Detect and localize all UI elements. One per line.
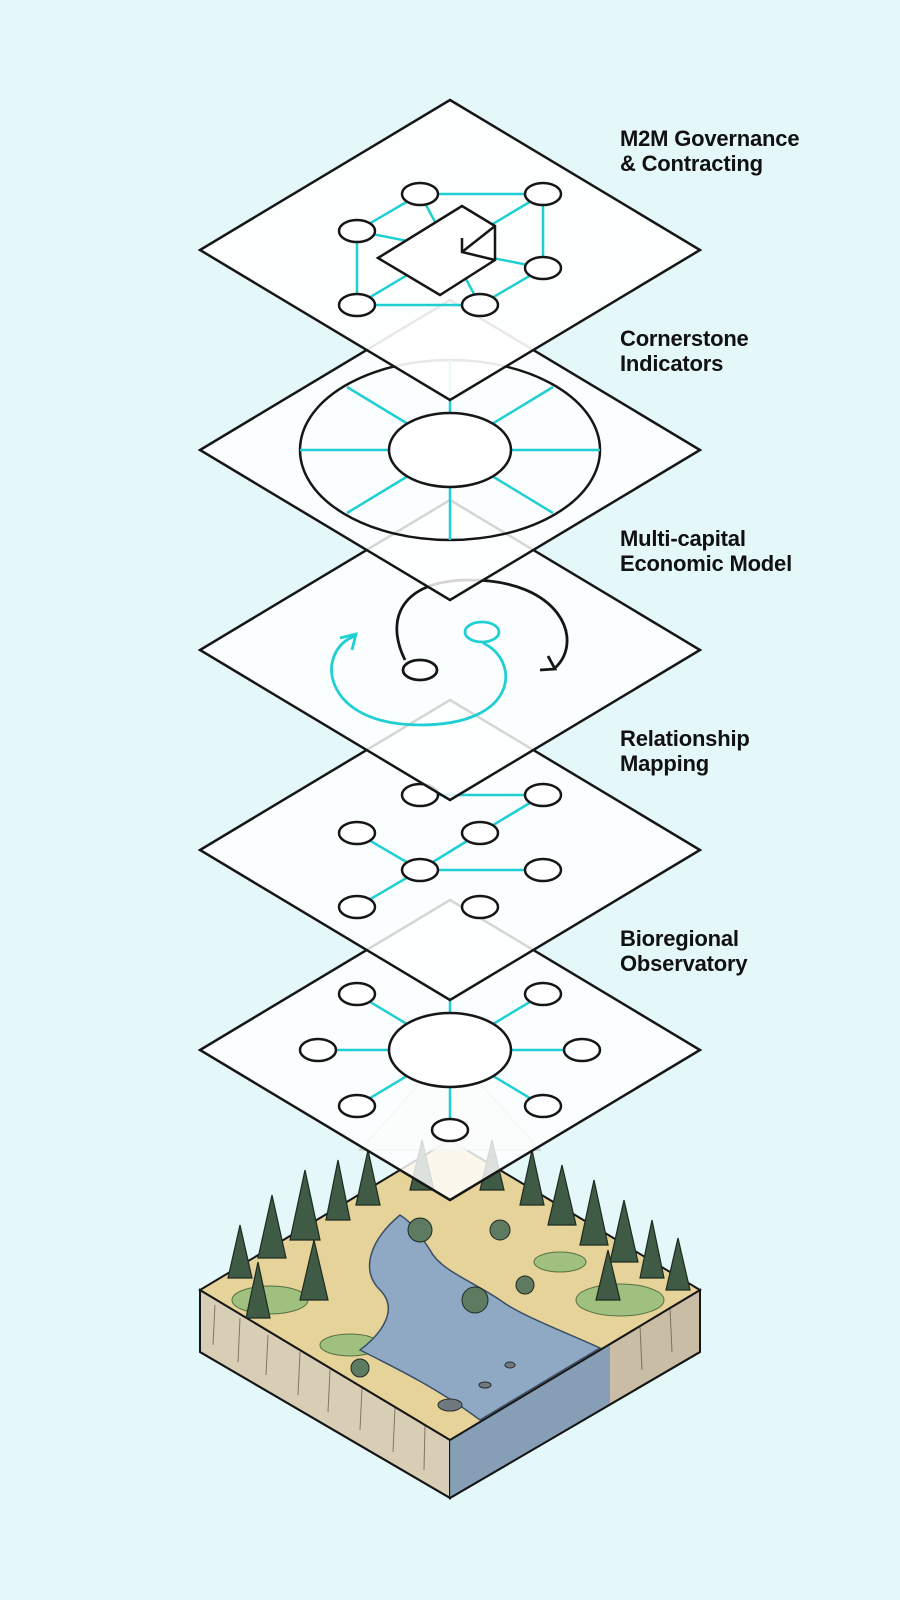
label-relationship-line2: Mapping xyxy=(620,751,710,776)
label-governance: M2M Governance & Contracting xyxy=(620,126,800,176)
label-relationship-line1: Relationship xyxy=(620,726,750,751)
layer-relationship xyxy=(197,698,703,1002)
terrain-water-face xyxy=(450,1344,610,1498)
node-graph-icon xyxy=(337,782,563,920)
cube-icon xyxy=(375,204,497,297)
label-governance-line2: & Contracting xyxy=(620,151,763,176)
layer-economic xyxy=(197,498,703,802)
cyan-flow-node xyxy=(463,620,501,644)
label-relationship: Relationship Mapping xyxy=(620,726,750,776)
network-with-cube-icon xyxy=(337,181,563,318)
circular-flow-arrows-icon xyxy=(330,578,569,727)
layer-indicators xyxy=(197,298,703,602)
layer-governance xyxy=(197,98,703,402)
label-indicators-line1: Cornerstone xyxy=(620,326,749,351)
terrain-river xyxy=(358,1214,602,1421)
cyan-flow-arrow xyxy=(330,634,508,727)
black-flow-node xyxy=(401,658,439,682)
plate-economic xyxy=(197,498,703,802)
label-indicators-line2: Indicators xyxy=(620,351,724,376)
label-economic-line2: Economic Model xyxy=(620,551,792,576)
label-economic: Multi-capital Economic Model xyxy=(620,526,792,576)
label-economic-line1: Multi-capital xyxy=(620,526,746,551)
spoked-ring-icon xyxy=(298,358,602,542)
label-observatory-line2: Observatory xyxy=(620,951,748,976)
label-governance-line1: M2M Governance xyxy=(620,126,800,151)
plate-relationship xyxy=(197,698,703,1002)
label-indicators: Cornerstone Indicators xyxy=(620,326,749,376)
hub-and-spoke-icon xyxy=(298,981,602,1143)
layer-observatory xyxy=(197,898,703,1202)
label-observatory: Bioregional Observatory xyxy=(620,926,748,976)
label-observatory-line1: Bioregional xyxy=(620,926,739,951)
